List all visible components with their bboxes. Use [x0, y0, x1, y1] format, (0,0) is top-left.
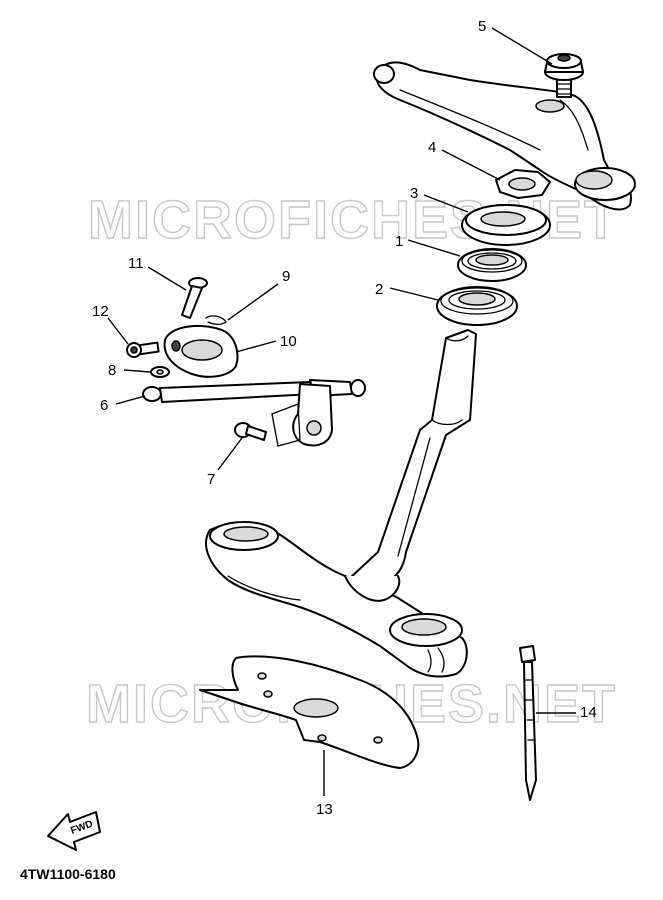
forward-arrow-icon: FWD: [47, 811, 101, 851]
drawing-code: 4TW1100-6180: [20, 866, 116, 882]
callout-4: 4: [428, 139, 436, 156]
callout-2: 2: [375, 281, 383, 298]
callout-11: 11: [128, 255, 144, 272]
callout-10: 10: [280, 333, 297, 350]
callout-8: 8: [108, 362, 116, 379]
clamp: [163, 324, 239, 378]
leader-lines: [107, 27, 576, 796]
callout-1: 1: [395, 233, 403, 250]
callout-7: 7: [207, 471, 215, 488]
callout-3: 3: [410, 185, 418, 202]
shaft-bolt: [234, 422, 267, 441]
clip: [205, 315, 227, 325]
upper-bearing: [457, 248, 527, 282]
lower-bearing: [436, 286, 518, 326]
steering-shaft: [142, 379, 366, 447]
lower-plate: [199, 655, 420, 769]
ring-nut: [495, 169, 551, 199]
callout-14: 14: [580, 704, 597, 721]
bearing-cover: [461, 204, 551, 246]
pin: [181, 277, 208, 319]
callout-13: 13: [316, 801, 333, 818]
callout-6: 6: [100, 397, 108, 414]
callout-9: 9: [282, 268, 290, 285]
washer: [150, 366, 170, 378]
crown-bolt: [544, 53, 584, 98]
lower-bracket: [205, 329, 477, 678]
cable-tie: [519, 645, 537, 801]
callout-12: 12: [92, 303, 109, 320]
callout-5: 5: [478, 18, 486, 35]
clamp-screw: [126, 341, 160, 358]
upper-bracket: [373, 61, 636, 211]
